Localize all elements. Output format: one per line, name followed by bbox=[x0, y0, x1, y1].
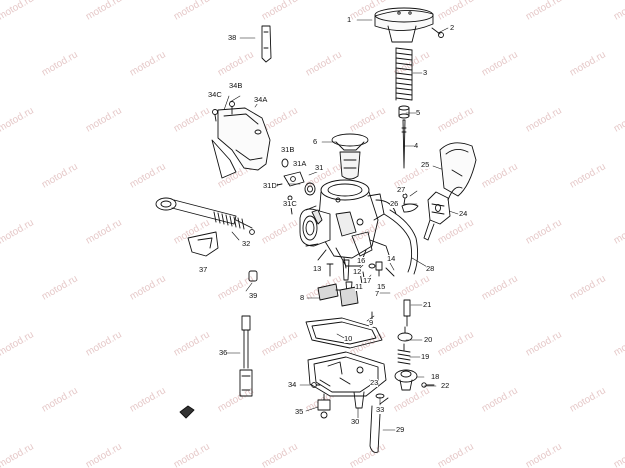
part-1-top-cap bbox=[374, 7, 444, 43]
callout-31b: 31B bbox=[281, 145, 295, 154]
callout-7: 7 bbox=[375, 289, 380, 298]
part-37-holder bbox=[187, 231, 219, 257]
callout-4: 4 bbox=[414, 141, 419, 150]
callout-34b: 34B bbox=[229, 81, 243, 90]
part-21-needle-jet bbox=[403, 299, 411, 327]
part-27-screw bbox=[402, 193, 408, 205]
part-12-jet bbox=[342, 259, 350, 281]
callout-17: 17 bbox=[363, 276, 372, 285]
callout-27: 27 bbox=[397, 185, 406, 194]
callout-37: 37 bbox=[199, 265, 208, 274]
callout-28: 28 bbox=[426, 264, 435, 273]
part-25-cover bbox=[439, 142, 477, 197]
callout-15: 15 bbox=[377, 282, 386, 291]
part-15-screw bbox=[385, 267, 395, 277]
callout-22: 22 bbox=[441, 381, 450, 390]
callout-24: 24 bbox=[459, 209, 468, 218]
part-10-gasket bbox=[305, 317, 383, 349]
callout-25: 25 bbox=[421, 160, 430, 169]
part-30-float-chamber bbox=[307, 351, 387, 409]
callout-34c: 34C bbox=[208, 90, 222, 99]
part-4-jet-needle bbox=[401, 119, 407, 169]
part-31a-plate bbox=[283, 171, 305, 187]
part-33-hose-clamp bbox=[375, 393, 385, 399]
part-20-jet-holder bbox=[397, 326, 413, 342]
callout-19: 19 bbox=[421, 352, 430, 361]
part-19-spring bbox=[397, 343, 411, 365]
callout-31: 31 bbox=[315, 163, 324, 172]
part-5-needle-clip bbox=[398, 105, 410, 119]
part-34a-cover-bracket bbox=[211, 107, 271, 179]
part-34c-screw bbox=[212, 109, 218, 122]
callout-12: 12 bbox=[353, 267, 362, 276]
part-34b-screw bbox=[229, 101, 235, 115]
callout-10: 10 bbox=[344, 334, 353, 343]
part-14-valve bbox=[375, 261, 383, 277]
callout-18: 18 bbox=[431, 372, 440, 381]
callout-35: 35 bbox=[295, 407, 304, 416]
callout-33: 33 bbox=[376, 405, 385, 414]
part-31b-washer bbox=[281, 158, 289, 168]
part-8-float bbox=[317, 283, 359, 307]
callout-16: 16 bbox=[357, 256, 366, 265]
part-26-clamp bbox=[401, 203, 419, 213]
callout-32: 32 bbox=[242, 239, 251, 248]
callout-9: 9 bbox=[369, 318, 374, 327]
callout-31a: 31A bbox=[293, 159, 307, 168]
callout-31d: 31D bbox=[263, 181, 277, 190]
callout-38: 38 bbox=[228, 33, 237, 42]
part-22-screw bbox=[421, 382, 435, 388]
part-38-clip bbox=[261, 25, 272, 63]
callout-1: 1 bbox=[347, 15, 352, 24]
part-32-throttle-stop-screw bbox=[155, 197, 255, 235]
part-28-hose bbox=[383, 209, 419, 275]
callout-6: 6 bbox=[313, 137, 318, 146]
callout-21: 21 bbox=[423, 300, 432, 309]
part-13-screw bbox=[326, 263, 334, 277]
callout-34: 34 bbox=[288, 380, 297, 389]
part-24-starter-valve bbox=[423, 186, 463, 241]
callout-30: 30 bbox=[351, 417, 360, 426]
callout-23: 23 bbox=[370, 378, 379, 387]
part-39-plug bbox=[248, 270, 258, 282]
callout-11: 11 bbox=[355, 282, 363, 291]
part-29-drain-hose bbox=[369, 397, 389, 453]
fr-direction-icon bbox=[179, 405, 195, 419]
callout-29: 29 bbox=[396, 425, 405, 434]
callout-2: 2 bbox=[450, 23, 455, 32]
part-36-wire-harness bbox=[239, 315, 253, 397]
callout-3: 3 bbox=[423, 68, 428, 77]
callout-36: 36 bbox=[219, 348, 228, 357]
part-34-screw bbox=[311, 382, 321, 388]
callout-39: 39 bbox=[249, 291, 258, 300]
carburetor-body bbox=[299, 179, 397, 269]
callout-20: 20 bbox=[424, 335, 433, 344]
callout-31c: 31C bbox=[283, 199, 297, 208]
callout-8: 8 bbox=[300, 293, 305, 302]
callout-5: 5 bbox=[416, 108, 421, 117]
callout-14: 14 bbox=[387, 254, 396, 263]
part-18-accelerator-valve bbox=[394, 369, 418, 391]
callout-13: 13 bbox=[313, 264, 322, 273]
callout-34a: 34A bbox=[254, 95, 268, 104]
part-35-drain-screw bbox=[317, 393, 331, 419]
part-6-diaphragm-piston bbox=[331, 133, 369, 180]
part-16-oring bbox=[368, 263, 376, 269]
callout-26: 26 bbox=[390, 199, 399, 208]
part-3-spring bbox=[395, 47, 413, 101]
part-31-oring bbox=[304, 182, 316, 196]
